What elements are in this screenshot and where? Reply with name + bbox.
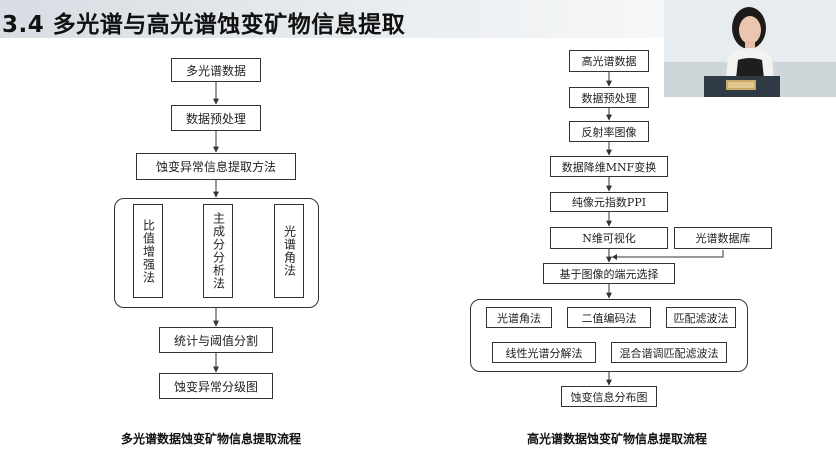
left-method-sam: 光谱角法: [274, 204, 304, 298]
right-method-sam: 光谱角法: [486, 307, 552, 328]
right-step-ppi: 纯像元指数PPI: [550, 192, 668, 212]
presenter-video: [664, 0, 836, 97]
right-method-binary-encoding: 二值编码法: [567, 307, 651, 328]
left-step-preprocess: 数据预处理: [171, 105, 261, 131]
left-method-ratio: 比值增强法: [133, 204, 163, 298]
right-method-mtmf: 混合谐调匹配滤波法: [611, 342, 727, 363]
right-step-reflectance: 反射率图像: [569, 121, 649, 142]
right-step-preprocess: 数据预处理: [569, 87, 649, 108]
left-flow-caption: 多光谱数据蚀变矿物信息提取流程: [121, 432, 302, 446]
title-bar: 3.4 多光谱与高光谱蚀变矿物信息提取: [0, 0, 664, 38]
right-method-matched-filtering: 匹配滤波法: [666, 307, 736, 328]
right-step-hyperspectral-data: 高光谱数据: [569, 50, 649, 72]
left-method-group: [114, 198, 319, 308]
presenter-figure: [664, 0, 836, 97]
left-step-extraction-method: 蚀变异常信息提取方法: [136, 153, 296, 180]
right-step-n-dimensional-visualizer: N维可视化: [550, 227, 668, 249]
right-step-mnf: 数据降维MNF变换: [550, 156, 668, 177]
left-step-multispectral-data: 多光谱数据: [171, 58, 261, 82]
left-step-threshold: 统计与阈值分割: [159, 327, 273, 353]
slide-title: 3.4 多光谱与高光谱蚀变矿物信息提取: [2, 12, 406, 38]
right-method-group: [470, 299, 748, 372]
right-step-distribution-map: 蚀变信息分布图: [561, 386, 657, 407]
right-flow-caption: 高光谱数据蚀变矿物信息提取流程: [527, 432, 708, 446]
right-method-linear-unmixing: 线性光谱分解法: [492, 342, 596, 363]
right-step-spectral-library: 光谱数据库: [674, 227, 772, 249]
left-method-pca: 主成分分析法: [203, 204, 233, 298]
left-step-classification-map: 蚀变异常分级图: [159, 373, 273, 399]
right-step-endmember-selection: 基于图像的端元选择: [543, 263, 675, 284]
